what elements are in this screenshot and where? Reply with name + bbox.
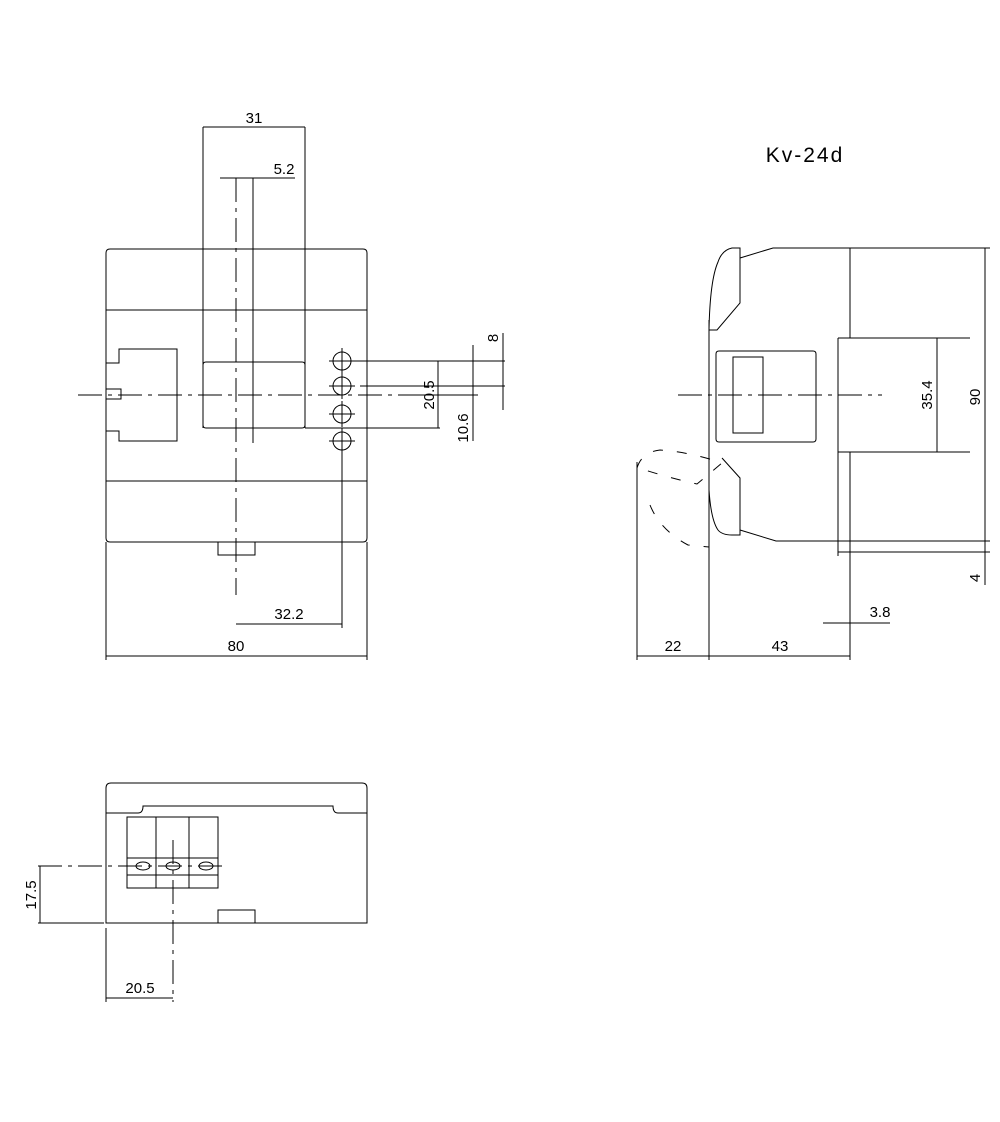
dim-label-terminal-spacing-a: 8 xyxy=(485,334,502,342)
terminal-holes xyxy=(329,348,355,628)
clip-open-position xyxy=(636,449,723,548)
dim-label-rail: 35.4 xyxy=(919,380,936,409)
din-rail-notch xyxy=(837,337,970,556)
dim-label-terminal-offset-bottom: 20.5 xyxy=(125,980,154,997)
side-view: Kv-24d 90 35.4 4 3.8 22 43 xyxy=(636,144,990,660)
front-body-outline xyxy=(105,248,368,543)
front-view: 31 5.2 20.5 10.6 8 32.2 80 xyxy=(78,110,505,660)
bottom-view: 17.5 20.5 xyxy=(23,782,368,1002)
side-top-contour xyxy=(739,247,851,338)
dim-label-terminal-height: 17.5 xyxy=(23,880,40,909)
bottom-tab xyxy=(217,909,256,924)
dim-label-height: 90 xyxy=(967,389,984,406)
dim-label-rail-thickness: 3.8 xyxy=(870,604,891,621)
dim-label-foot: 4 xyxy=(967,574,984,582)
dim-label-window-offset: 5.2 xyxy=(274,161,295,178)
dim-label-window-width: 31 xyxy=(246,110,263,127)
upper-clip xyxy=(708,247,741,331)
dim-label-terminal-spacing-b: 10.6 xyxy=(455,413,472,442)
bottom-body-outline xyxy=(105,782,368,924)
lower-clip xyxy=(708,457,741,536)
dim-label-terminal-offset: 32.2 xyxy=(274,606,303,623)
side-window xyxy=(715,350,817,443)
display-window xyxy=(202,361,306,429)
dim-label-depth: 43 xyxy=(772,638,789,655)
drawing-title: Kv-24d xyxy=(766,144,845,167)
dim-label-total-width: 80 xyxy=(228,638,245,655)
left-latch xyxy=(105,388,122,400)
side-bottom-contour xyxy=(739,529,990,553)
dim-label-clip: 22 xyxy=(665,638,682,655)
dim-label-window-height: 20.5 xyxy=(421,380,438,409)
